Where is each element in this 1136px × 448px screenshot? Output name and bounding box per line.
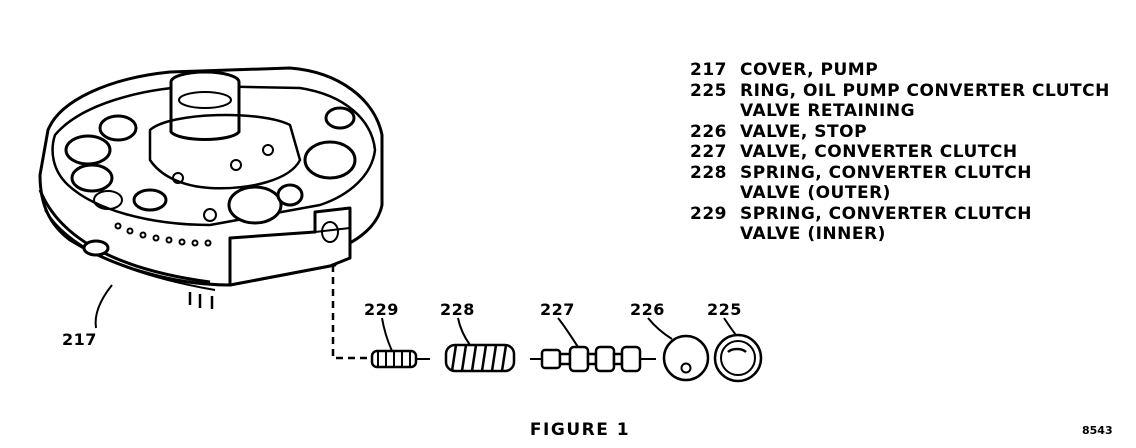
legend-row-217: 217 COVER, PUMP (690, 60, 1130, 81)
callout-217: 217 (62, 330, 97, 349)
pump-cover-illustration (38, 66, 384, 309)
leader-229 (381, 317, 393, 352)
parts-legend: 217 COVER, PUMP 225 RING, OIL PUMP CONVE… (690, 60, 1130, 245)
figure-caption: FIGURE 1 (529, 420, 631, 440)
legend-text: SPRING, CONVERTER CLUTCH VALVE (INNER) (740, 203, 1032, 245)
callout-225: 225 (707, 300, 742, 319)
part-226-stop-valve (662, 334, 710, 382)
legend-row-225: 225 RING, OIL PUMP CONVERTER CLUTCH VALV… (690, 81, 1130, 122)
legend-num: 228 (690, 162, 727, 183)
legend-num: 225 (690, 80, 727, 101)
legend-num: 229 (690, 203, 727, 224)
leader-228 (457, 317, 471, 346)
part-225-retaining-ring (713, 333, 763, 383)
legend-num: 227 (690, 142, 727, 162)
figure-code: 8543 (1082, 424, 1113, 437)
legend-num: 217 (690, 60, 727, 80)
part-228-outer-spring (444, 343, 516, 373)
leader-227 (557, 317, 579, 348)
callout-227: 227 (540, 300, 575, 319)
leader-217 (94, 284, 113, 329)
legend-row-227: 227 VALVE, CONVERTER CLUTCH (690, 142, 1130, 163)
legend-text: VALVE, CONVERTER CLUTCH (740, 142, 1018, 162)
legend-text: RING, OIL PUMP CONVERTER CLUTCH VALVE RE… (740, 80, 1110, 122)
alignment-line (331, 265, 372, 360)
leader-225 (723, 317, 737, 336)
part-227-clutch-valve (530, 345, 656, 373)
callout-228: 228 (440, 300, 475, 319)
callout-226: 226 (630, 300, 665, 319)
legend-row-229: 229 SPRING, CONVERTER CLUTCH VALVE (INNE… (690, 204, 1130, 245)
legend-text: SPRING, CONVERTER CLUTCH VALVE (OUTER) (740, 162, 1032, 204)
leader-226 (647, 317, 673, 340)
legend-num: 226 (690, 121, 727, 142)
legend-row-228: 228 SPRING, CONVERTER CLUTCH VALVE (OUTE… (690, 163, 1130, 204)
legend-row-226: 226 VALVE, STOP (690, 122, 1130, 143)
callout-229: 229 (364, 300, 399, 319)
legend-text: VALVE, STOP (740, 121, 868, 142)
legend-text: COVER, PUMP (740, 60, 879, 80)
part-229-inner-spring (370, 349, 430, 369)
